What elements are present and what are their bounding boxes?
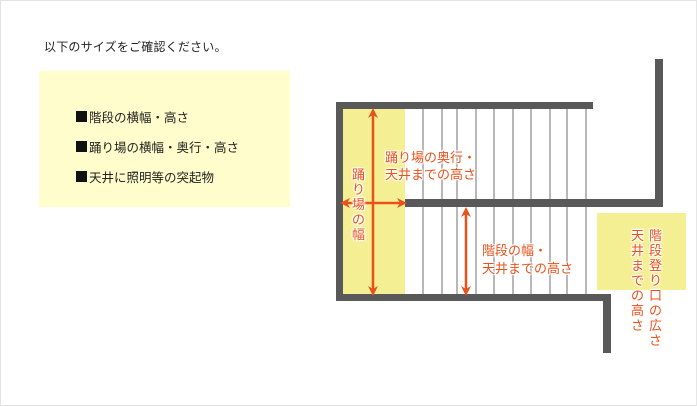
- square-bullet-icon: [76, 171, 87, 182]
- landing-depth-label-line1: 踊り場の奥行・: [385, 151, 477, 166]
- checklist-item-label: 階段の横幅・高さ: [89, 110, 190, 125]
- stair-width-label-line2: 天井までの高さ: [482, 262, 574, 277]
- checklist-item-label: 天井に照明等の突起物: [89, 170, 215, 185]
- intro-text: 以下のサイズをご確認ください。: [44, 40, 227, 54]
- entrance-area: [597, 213, 686, 290]
- entrance-width-label: 階段登り口の広さ: [648, 229, 662, 349]
- checklist-item: 天井に照明等の突起物: [76, 167, 214, 186]
- stair-width-label-line1: 階段の幅・: [482, 244, 548, 259]
- upper-stair-treads: [422, 109, 587, 199]
- entrance-ceiling-label: 天井までの高さ: [630, 229, 644, 334]
- landing-width-label: 踊り場の幅: [351, 168, 365, 243]
- square-bullet-icon: [76, 111, 87, 122]
- landing-depth-label-line2: 天井までの高さ: [385, 168, 477, 183]
- checklist-item-label: 踊り場の横幅・奥行・高さ: [89, 140, 240, 155]
- square-bullet-icon: [76, 141, 87, 152]
- checklist-item: 踊り場の横幅・奥行・高さ: [76, 137, 239, 156]
- checklist-box: 階段の横幅・高さ 踊り場の横幅・奥行・高さ 天井に照明等の突起物: [39, 71, 290, 207]
- lower-stair-treads: [422, 207, 587, 294]
- checklist-item: 階段の横幅・高さ: [76, 107, 189, 126]
- walls: [336, 59, 663, 353]
